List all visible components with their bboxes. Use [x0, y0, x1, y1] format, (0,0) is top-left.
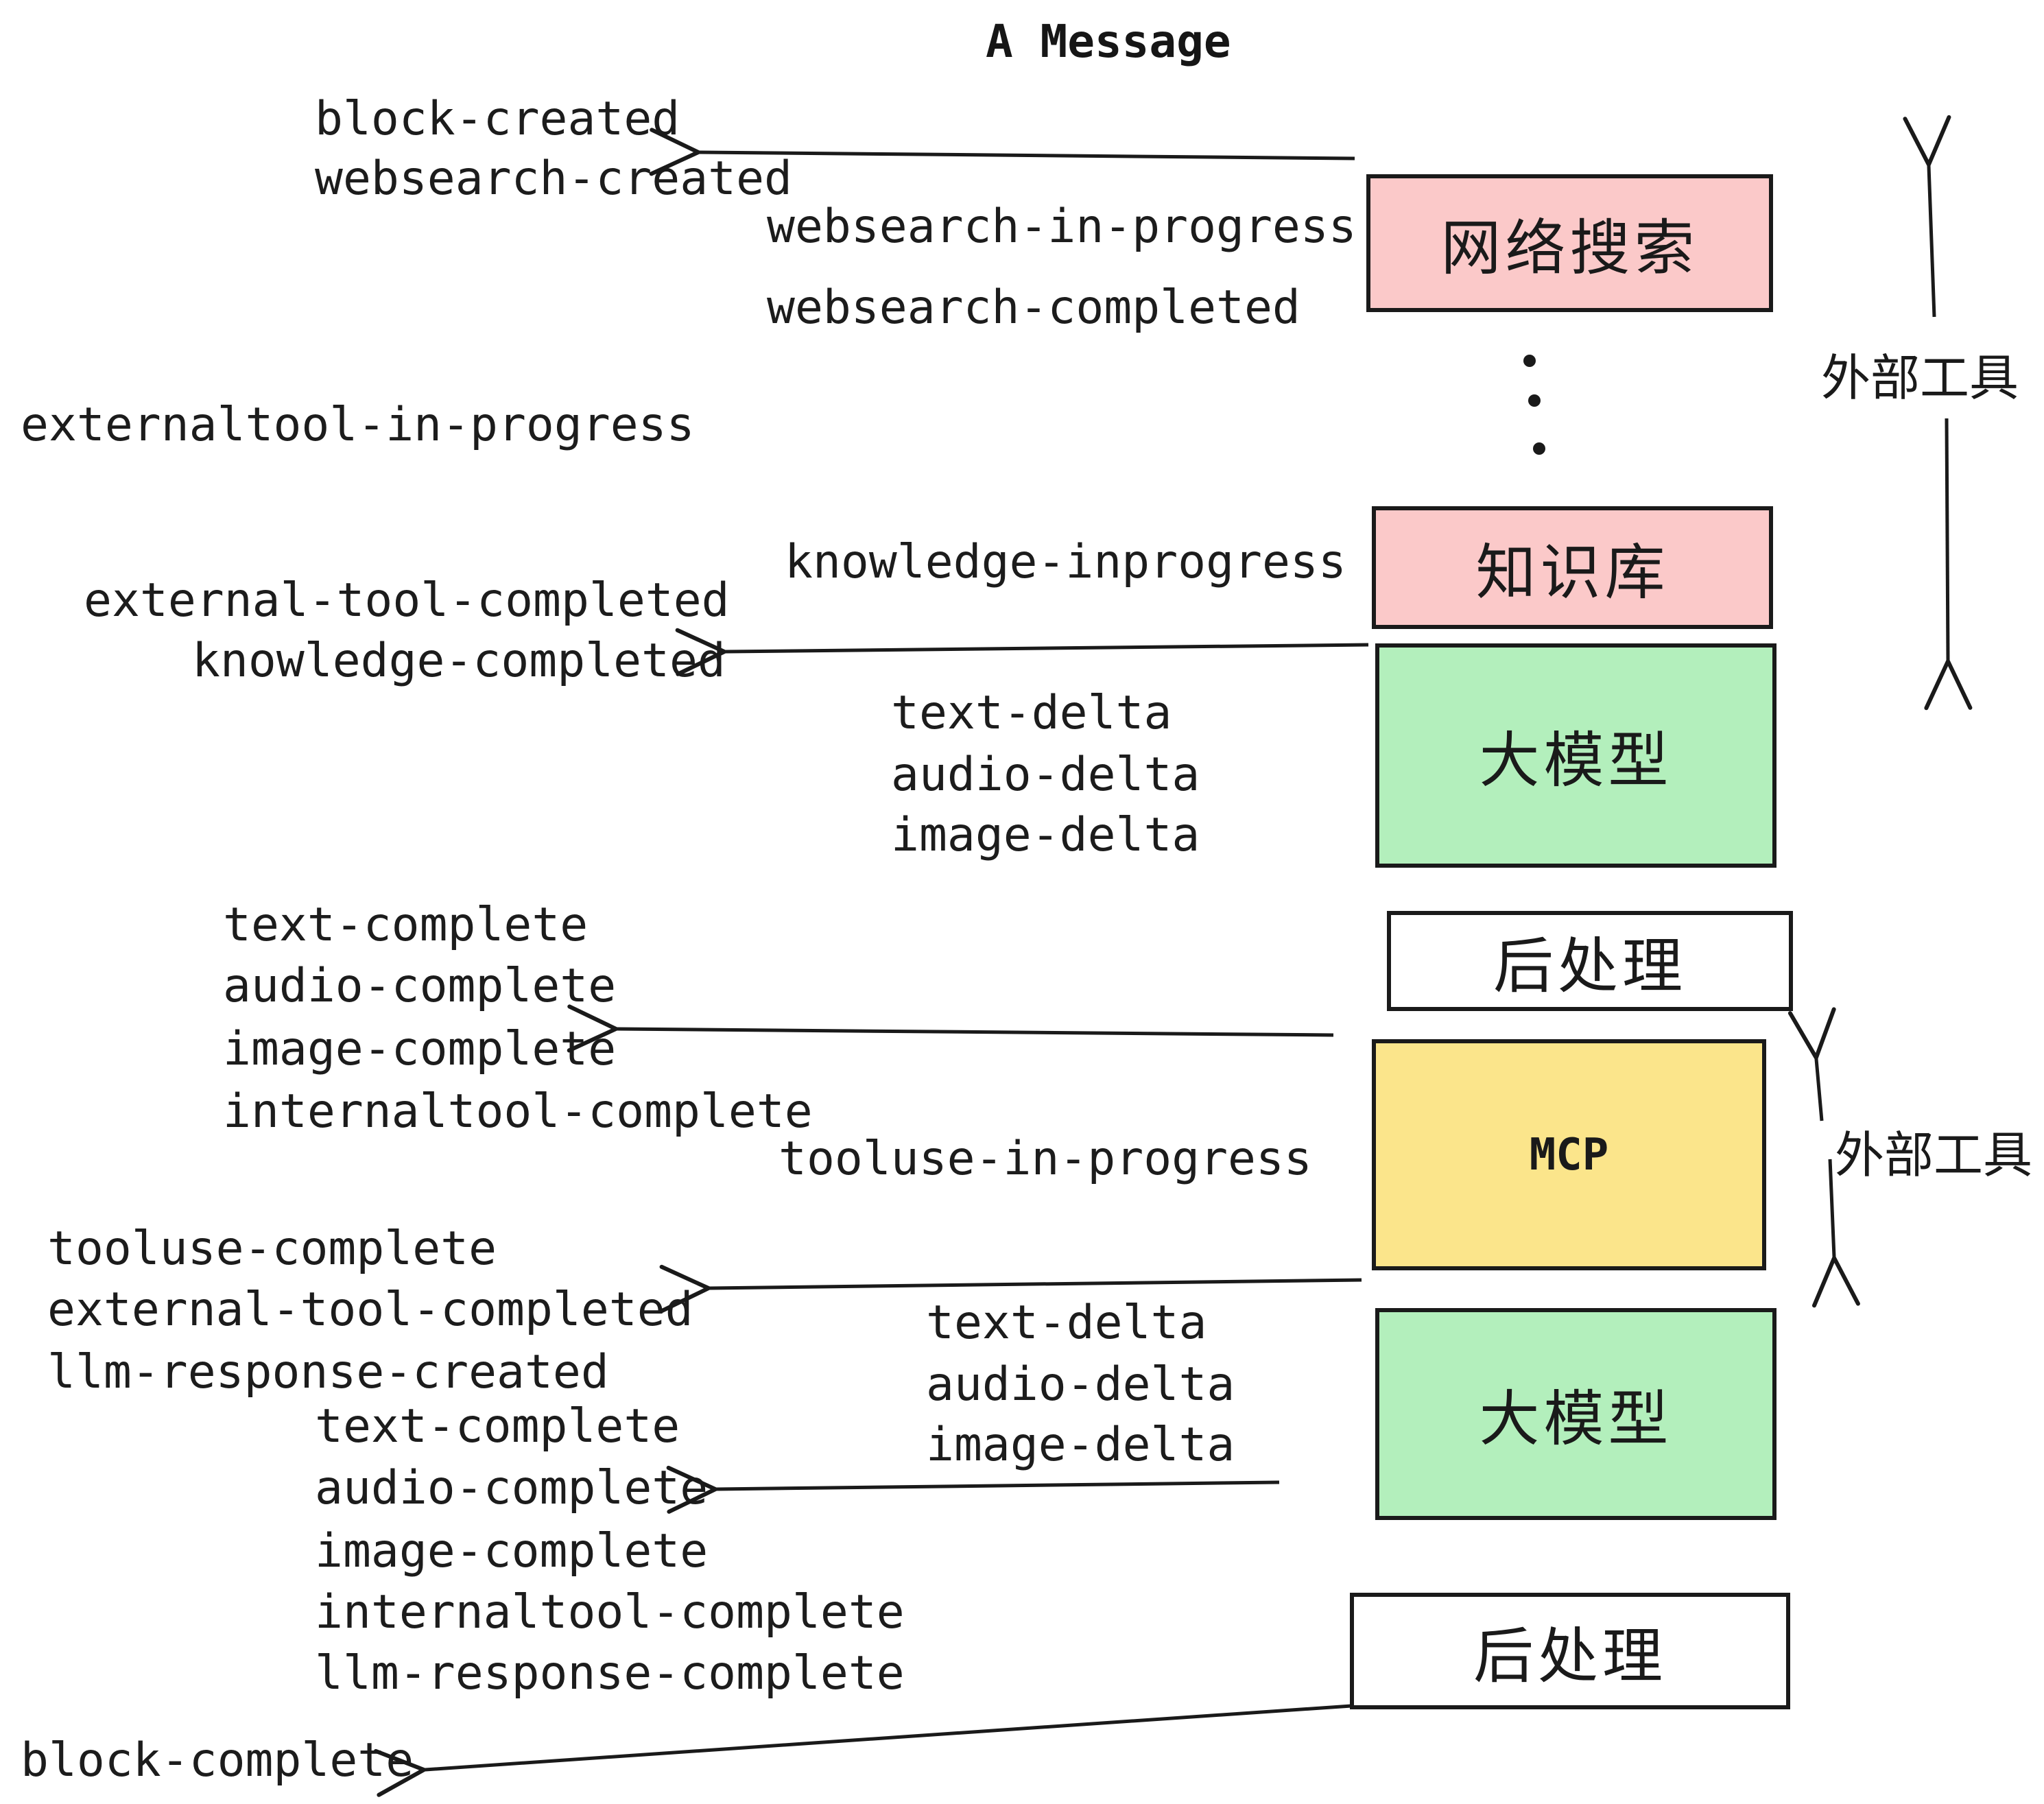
arrow-external-tools-mid-down [1811, 1159, 1860, 1308]
box-postprocess-top: 后处理 [1387, 911, 1793, 1011]
arrow-internal-complete [567, 1004, 1334, 1053]
ellipsis-dot-1 [1523, 355, 1536, 367]
box-websearch: 网络搜索 [1366, 174, 1773, 312]
ellipsis-dot-2 [1528, 394, 1541, 407]
arrow-knowledge-completed [675, 628, 1369, 676]
arrow-external-tools-mid-up [1787, 1007, 1836, 1121]
box-knowledge: 知识库 [1372, 506, 1773, 629]
external-tools-label-top: 外部工具 [1821, 351, 2019, 406]
event-tooluse-complete: tooluse-complete [47, 1222, 497, 1276]
box-mcp-label: MCP [1529, 1129, 1609, 1180]
arrow-tooluse-complete [659, 1264, 1362, 1313]
box-websearch-label: 网络搜索 [1440, 214, 1699, 282]
event-llm-response-complete: llm-response-complete [315, 1646, 905, 1700]
event-audio-delta: audio-delta [891, 748, 1200, 802]
arrow-external-tools-top-down [1924, 418, 1973, 711]
event-image-complete-2: image-complete [315, 1524, 709, 1578]
box-postprocess-top-label: 后处理 [1493, 931, 1687, 1000]
arrow-websearch-created [649, 128, 1355, 176]
box-llm-top-label: 大模型 [1479, 726, 1673, 794]
event-externaltool-in-progress: externaltool-in-progress [21, 398, 695, 452]
event-image-delta-2: image-delta [926, 1418, 1235, 1472]
event-knowledge-completed: knowledge-completed [192, 634, 726, 688]
event-internaltool-complete-2: internaltool-complete [315, 1585, 905, 1639]
event-text-complete-2: text-complete [315, 1399, 680, 1453]
event-knowledge-inprogress: knowledge-inprogress [785, 535, 1346, 589]
event-external-tool-completed-2: external-tool-completed [47, 1283, 693, 1337]
arrow-external-tools-top-up [1903, 115, 1951, 318]
box-llm-top: 大模型 [1375, 643, 1776, 868]
event-audio-complete-2: audio-complete [315, 1461, 709, 1515]
box-postprocess-bottom: 后处理 [1350, 1593, 1790, 1709]
box-llm-bottom-label: 大模型 [1479, 1385, 1673, 1453]
arrow-block-complete [373, 1704, 1352, 1797]
event-block-complete: block-complete [21, 1733, 414, 1788]
box-postprocess-bottom-label: 后处理 [1473, 1622, 1667, 1690]
diagram-title: A Message [986, 15, 1231, 68]
event-websearch-in-progress: websearch-in-progress [767, 200, 1357, 254]
event-websearch-created: websearch-created [315, 152, 792, 206]
box-knowledge-label: 知识库 [1475, 538, 1669, 606]
event-block-created: block-created [315, 92, 680, 146]
event-external-tool-completed: external-tool-completed [84, 573, 730, 628]
event-image-complete: image-complete [223, 1022, 617, 1076]
ellipsis-dot-3 [1533, 442, 1545, 455]
event-text-complete: text-complete [223, 898, 589, 952]
box-llm-bottom: 大模型 [1375, 1308, 1776, 1520]
event-tooluse-in-progress: tooluse-in-progress [779, 1132, 1312, 1186]
event-text-delta: text-delta [891, 686, 1172, 740]
external-tools-label-mid: 外部工具 [1835, 1128, 2033, 1183]
box-mcp: MCP [1372, 1039, 1766, 1270]
event-image-delta: image-delta [891, 808, 1200, 862]
event-websearch-completed: websearch-completed [767, 281, 1300, 335]
event-audio-complete: audio-complete [223, 959, 617, 1013]
event-llm-response-created: llm-response-created [47, 1345, 609, 1399]
event-audio-delta-2: audio-delta [926, 1357, 1235, 1412]
event-text-delta-2: text-delta [926, 1296, 1207, 1350]
event-internaltool-complete: internaltool-complete [223, 1084, 813, 1139]
arrow-llm-complete [666, 1465, 1280, 1514]
